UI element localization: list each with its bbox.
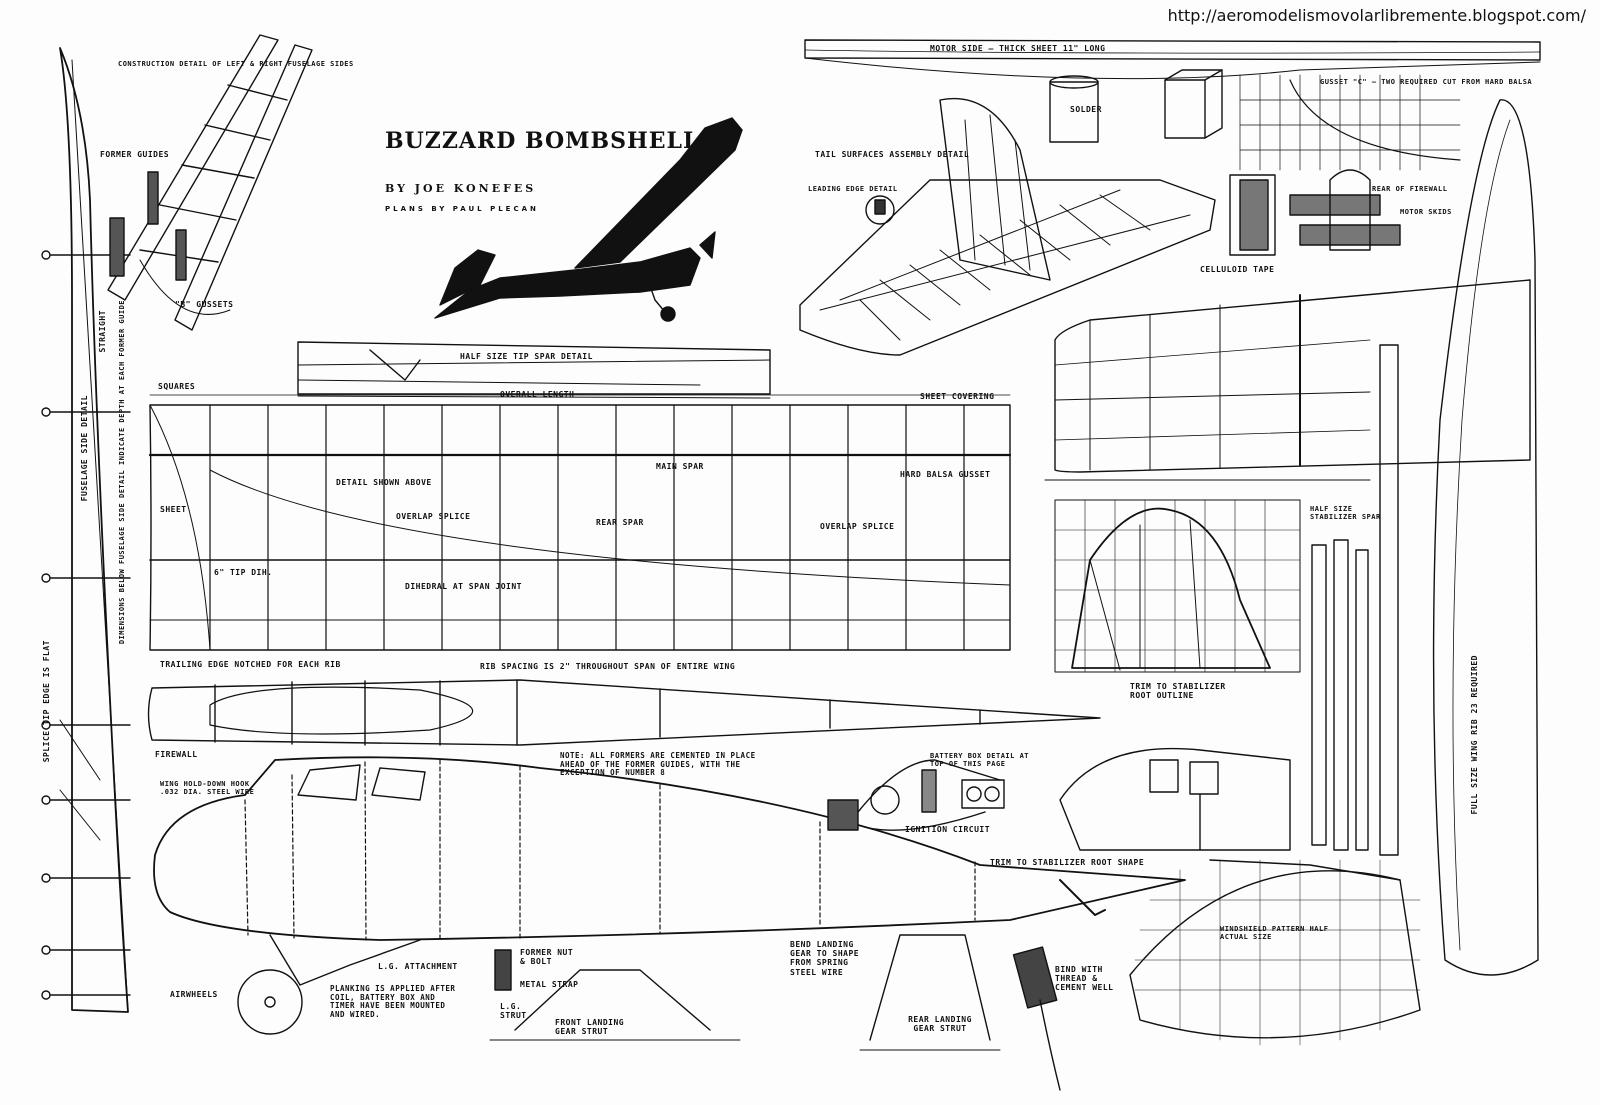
full-size-rib bbox=[1432, 99, 1539, 976]
b-gussets-label: "B" GUSSETS bbox=[175, 300, 234, 309]
front-gear-label: FRONT LANDING GEAR STRUT bbox=[555, 1018, 625, 1037]
gusset-c-grid bbox=[1239, 74, 1461, 171]
battery-box-detail bbox=[1049, 69, 1223, 143]
ignition-circuit-label: IGNITION CIRCUIT bbox=[905, 825, 991, 834]
wing-plan bbox=[148, 394, 1012, 651]
tip-dih-label: 6" TIP DIH. bbox=[214, 568, 273, 577]
tail-surfaces-label: TAIL SURFACES ASSEMBLY DETAIL bbox=[815, 150, 970, 159]
bind-thread-label: BIND WITH THREAD & CEMENT WELL bbox=[1055, 965, 1114, 993]
celluloid-tape-label: CELLULOID TAPE bbox=[1200, 265, 1275, 274]
front-gear-strut bbox=[489, 949, 741, 1041]
tail-assembly bbox=[799, 97, 1216, 356]
windshield-label: WINDSHIELD PATTERN HALF ACTUAL SIZE bbox=[1220, 925, 1329, 942]
trim-outline-label: TRIM TO STABILIZER ROOT OUTLINE bbox=[1130, 682, 1226, 701]
source-url: http://aeromodelismovolarlibremente.blog… bbox=[1167, 6, 1586, 25]
dihedral-label: DIHEDRAL AT SPAN JOINT bbox=[405, 582, 522, 591]
tip-spar-label: HALF SIZE TIP SPAR DETAIL bbox=[460, 352, 593, 361]
note-formers-label: NOTE: ALL FORMERS ARE CEMENTED IN PLACE … bbox=[560, 751, 756, 778]
hard-balsa-gusset-label: HARD BALSA GUSSET bbox=[900, 470, 991, 479]
fuselage-side-detail-label: FUSELAGE SIDE DETAIL bbox=[80, 395, 89, 502]
windshield-pattern bbox=[1129, 859, 1421, 1046]
wing-hold-down-label: WING HOLD-DOWN HOOK .032 DIA. STEEL WIRE bbox=[160, 780, 255, 797]
fuselage-top-view bbox=[147, 679, 1101, 746]
construction-detail-label: CONSTRUCTION DETAIL OF LEFT & RIGHT FUSE… bbox=[118, 60, 354, 68]
fin-squares bbox=[1054, 499, 1301, 673]
gusset-c-label: GUSSET "C" — TWO REQUIRED CUT FROM HARD … bbox=[1320, 78, 1533, 86]
motor-mount-detail bbox=[1229, 169, 1401, 256]
timer-detail bbox=[1012, 946, 1061, 1091]
planking-label: PLANKING IS APPLIED AFTER COIL, BATTERY … bbox=[330, 984, 456, 1019]
plans-by: PLANS BY PAUL PLECAN bbox=[385, 205, 539, 213]
motor-side-label: MOTOR SIDE — THICK SHEET 11" LONG bbox=[930, 44, 1106, 53]
rear-spar-label: REAR SPAR bbox=[596, 518, 644, 527]
battery-box-label: BATTERY BOX DETAIL AT TOP OF THIS PAGE bbox=[930, 752, 1030, 769]
overlap-splice-label-1: OVERLAP SPLICE bbox=[396, 512, 471, 521]
trim-root-shape-label: TRIM TO STABILIZER ROOT SHAPE bbox=[990, 858, 1145, 867]
rear-gear-strut bbox=[859, 934, 1001, 1051]
trailing-edge-label: TRAILING EDGE NOTCHED FOR EACH RIB bbox=[160, 660, 341, 669]
stabilizer-plan bbox=[1044, 279, 1531, 481]
firewall-label: FIREWALL bbox=[155, 750, 198, 759]
main-spar-label: MAIN SPAR bbox=[656, 462, 704, 471]
detail-shown-label: DETAIL SHOWN ABOVE bbox=[336, 478, 432, 487]
lg-strut-label: L.G. STRUT bbox=[500, 1002, 527, 1021]
former-guides-label: FORMER GUIDES bbox=[100, 150, 170, 159]
ignition-circuit bbox=[827, 759, 1005, 831]
cabin-detail bbox=[1059, 747, 1291, 851]
plan-title: BUZZARD BOMBSHELL bbox=[385, 128, 700, 154]
rear-firewall-label: REAR OF FIREWALL bbox=[1372, 185, 1448, 193]
bend-gear-label: BEND LANDING GEAR TO SHAPE FROM SPRING S… bbox=[790, 940, 860, 977]
side-splice-label: SPLICE TIP EDGE IS FLAT bbox=[42, 640, 51, 763]
overall-length-label: OVERALL LENGTH bbox=[500, 390, 575, 399]
metal-strap-label: METAL STRAP bbox=[520, 980, 579, 989]
rib-spacing-label: RIB SPACING IS 2" THROUGHOUT SPAN OF ENT… bbox=[480, 662, 736, 671]
dims-note-label: DIMENSIONS BELOW FUSELAGE SIDE DETAIL IN… bbox=[118, 300, 126, 645]
half-size-stab-label: HALF SIZE STABILIZER SPAR bbox=[1310, 505, 1381, 522]
leading-edge-label: LEADING EDGE DETAIL bbox=[808, 185, 898, 193]
solder-label: SOLDER bbox=[1070, 105, 1102, 114]
fuselage-side-view bbox=[153, 756, 1186, 1035]
lg-attachment-label: L.G. ATTACHMENT bbox=[378, 962, 458, 971]
sheet-covering-label: SHEET COVERING bbox=[920, 392, 995, 401]
motor-side-strip bbox=[804, 39, 1541, 80]
former-bolt-label: FORMER NUT & BOLT bbox=[520, 948, 574, 967]
rear-gear-label: REAR LANDING GEAR STRUT bbox=[908, 1015, 972, 1034]
overlap-splice-label-2: OVERLAP SPLICE bbox=[820, 522, 895, 531]
squares-label: SQUARES bbox=[158, 382, 196, 391]
straight-label: STRAIGHT bbox=[98, 310, 107, 353]
airplane-silhouette bbox=[434, 117, 743, 322]
airwheels-label: AIRWHEELS bbox=[170, 990, 218, 999]
sheet-label: SHEET bbox=[160, 505, 187, 514]
tip-spar-detail bbox=[297, 341, 771, 399]
full-size-rib-label: FULL SIZE WING RIB 23 REQUIRED bbox=[1470, 655, 1479, 815]
plan-byline: BY JOE KONEFES bbox=[385, 182, 537, 195]
construction-detail-sides bbox=[107, 34, 313, 331]
stabilizer-spars bbox=[1311, 344, 1399, 856]
fuselage-side-strip bbox=[41, 47, 131, 1013]
motor-skids-label: MOTOR SKIDS bbox=[1400, 208, 1452, 216]
